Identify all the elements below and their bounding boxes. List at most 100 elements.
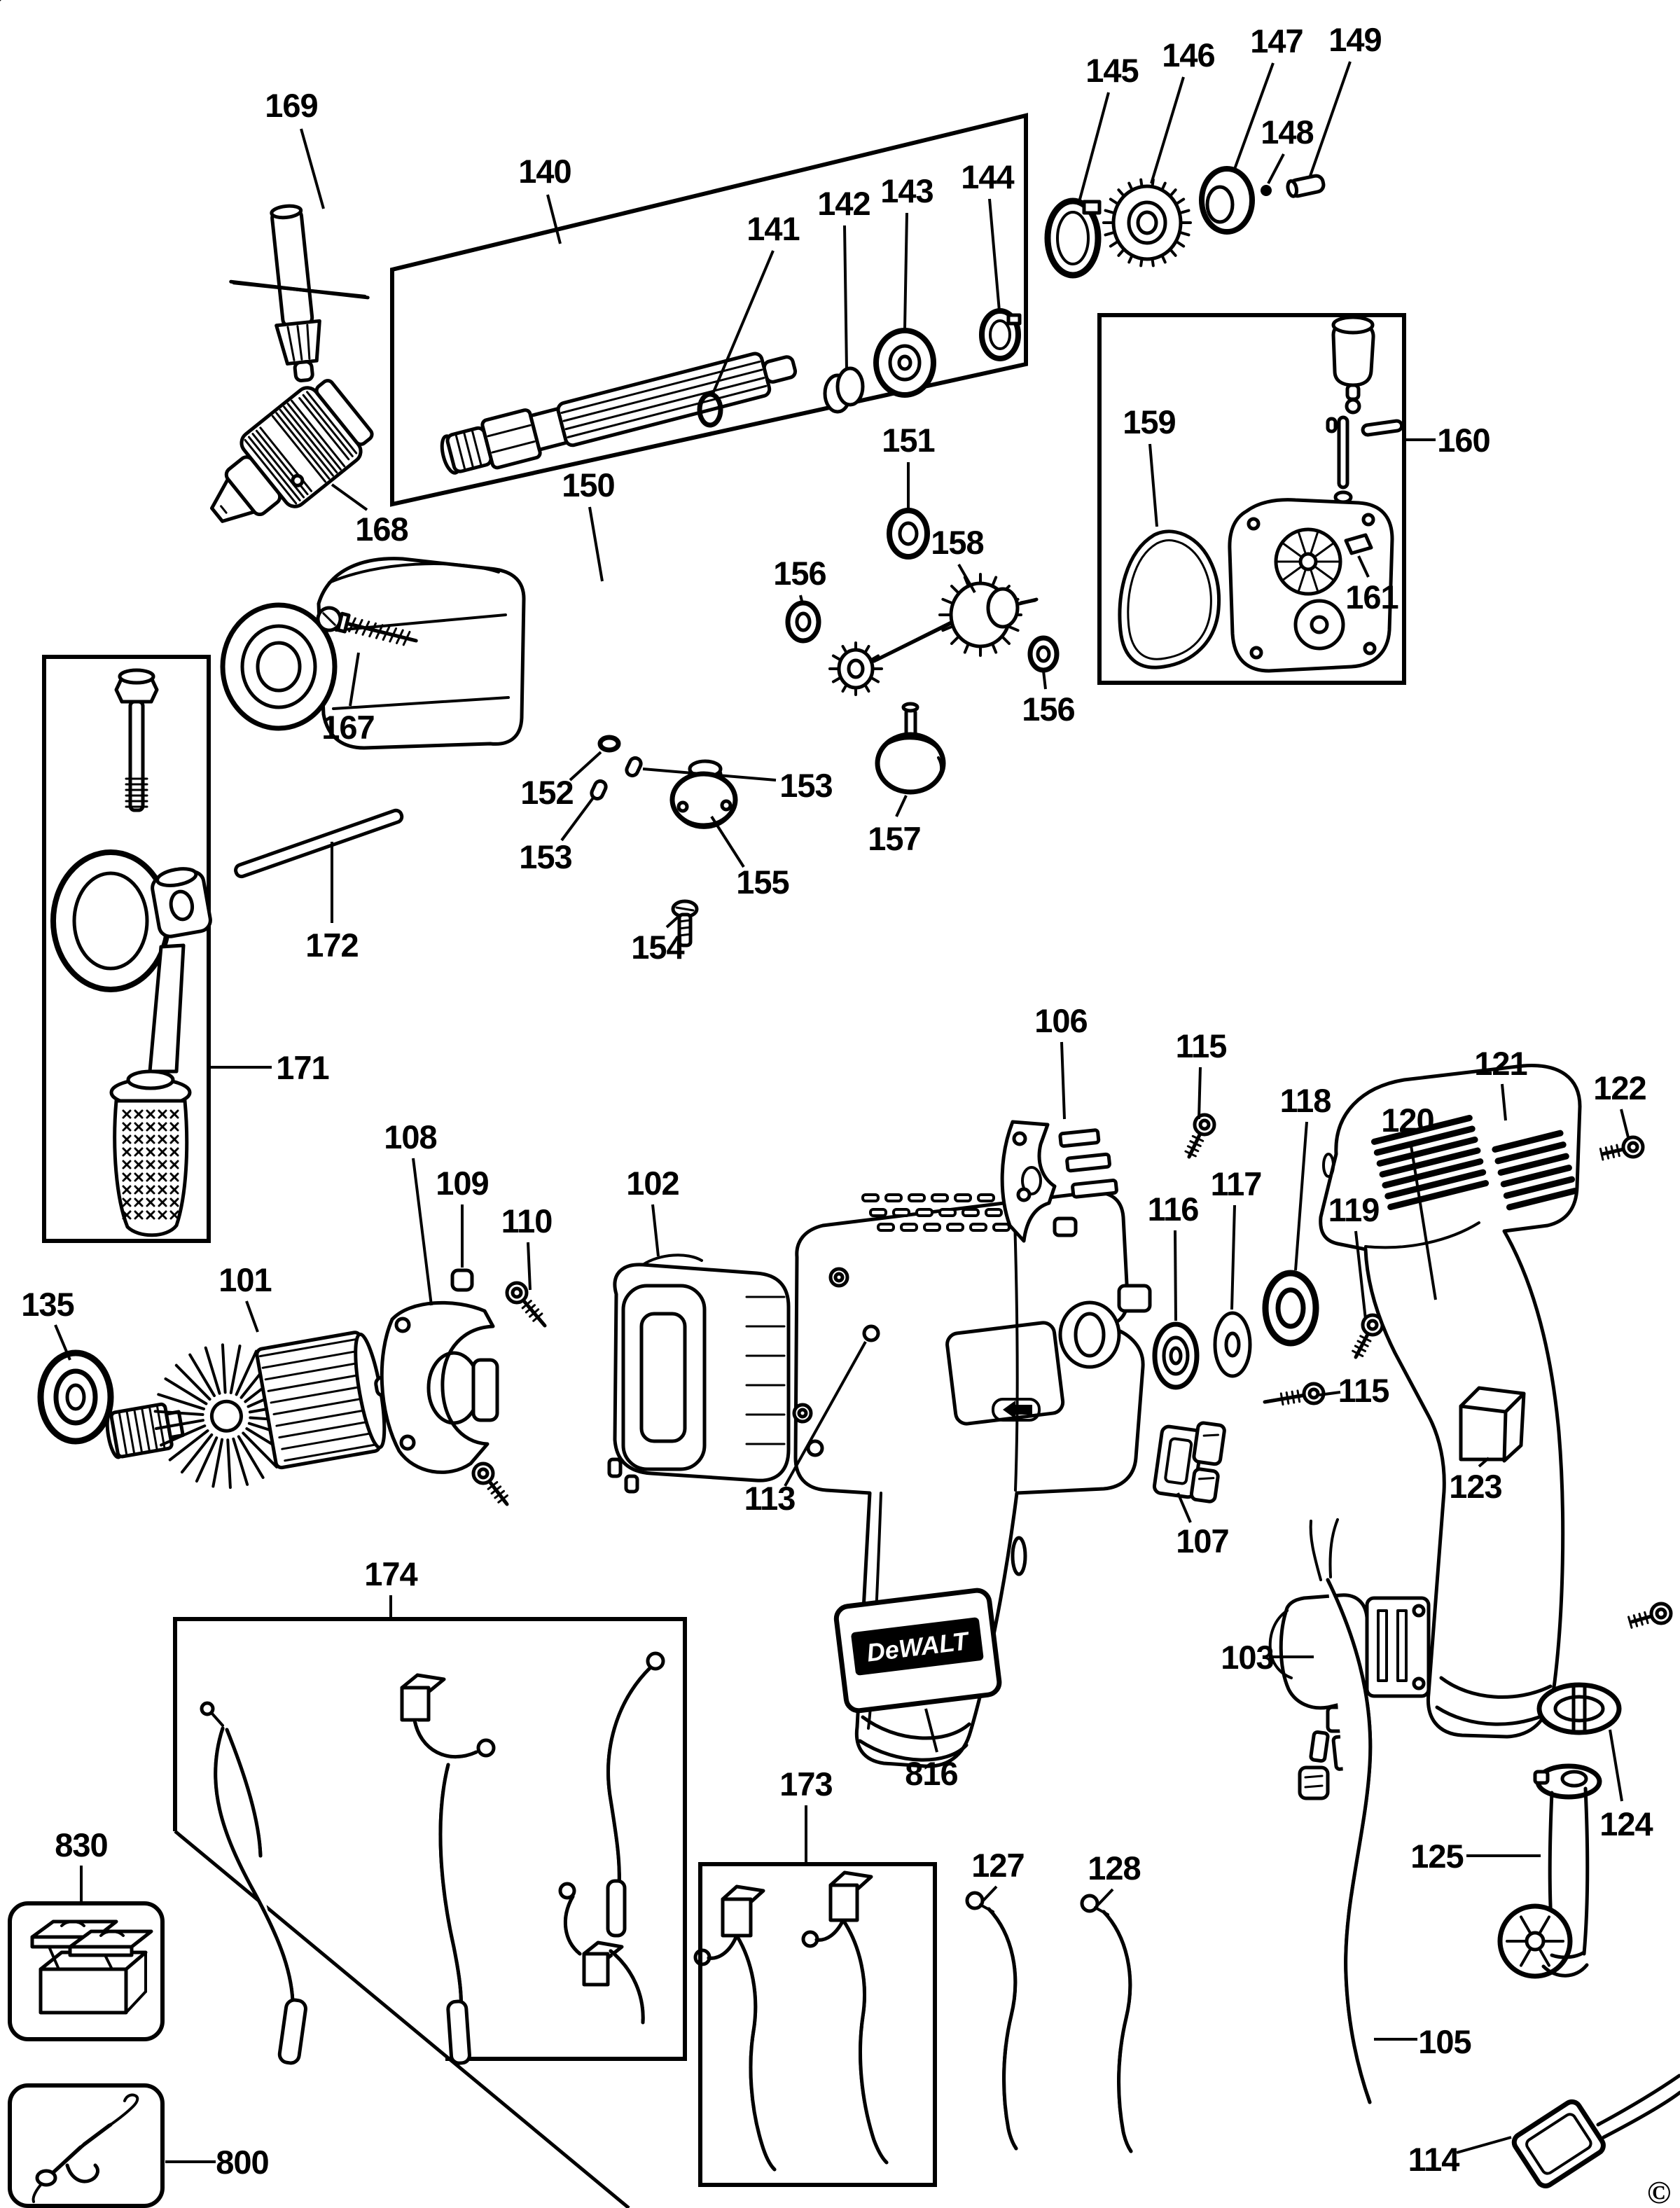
lead-wire-set-174-drawing bbox=[200, 1651, 665, 2065]
leader-156a bbox=[799, 595, 804, 604]
screw-167-drawing bbox=[316, 606, 418, 646]
part-label-115b: 115 bbox=[1338, 1372, 1389, 1409]
gearcase-150-drawing bbox=[220, 557, 526, 750]
pin-109-drawing bbox=[450, 1268, 474, 1292]
part-label-108: 108 bbox=[384, 1118, 436, 1155]
screw-110-drawing bbox=[505, 1281, 547, 1328]
felt-ring-118-drawing bbox=[1262, 1270, 1319, 1347]
snap-ring-145-drawing bbox=[1044, 197, 1102, 279]
part-label-120: 120 bbox=[1381, 1102, 1433, 1139]
kitbox-830-drawing bbox=[30, 1919, 153, 2015]
part-label-123: 123 bbox=[1449, 1468, 1501, 1505]
part-label-119: 119 bbox=[1328, 1191, 1380, 1228]
screw-115b-drawing bbox=[1263, 1382, 1326, 1406]
cord-guard-125-drawing bbox=[1497, 1763, 1602, 1979]
bearing-151-drawing bbox=[887, 508, 930, 560]
part-label-124: 124 bbox=[1599, 1805, 1653, 1842]
part-label-128: 128 bbox=[1088, 1849, 1140, 1887]
part-label-110: 110 bbox=[501, 1202, 553, 1240]
baffle-108-drawing bbox=[380, 1300, 499, 1474]
screw-115a-drawing bbox=[1184, 1113, 1216, 1159]
leader-107 bbox=[1176, 1492, 1192, 1523]
leader-122 bbox=[1620, 1109, 1630, 1138]
o-ring-141-drawing bbox=[697, 391, 723, 428]
screw-154-drawing bbox=[671, 899, 699, 947]
box-kit-830 bbox=[8, 1901, 165, 2041]
part-label-169: 169 bbox=[265, 87, 317, 124]
part-label-171: 171 bbox=[276, 1049, 328, 1086]
part-label-118: 118 bbox=[1280, 1082, 1331, 1119]
leader-106 bbox=[1060, 1041, 1066, 1120]
leader-159 bbox=[1148, 443, 1158, 527]
leader-149 bbox=[1308, 61, 1352, 179]
washer-halves-142-drawing bbox=[823, 366, 865, 414]
spindle-drawing bbox=[440, 352, 798, 475]
leader-135 bbox=[54, 1324, 71, 1361]
leader-123 bbox=[1478, 1457, 1490, 1468]
gear-146-drawing bbox=[1102, 178, 1192, 268]
kit-boxes-layer bbox=[8, 113, 1406, 2208]
leader-128 bbox=[1097, 1888, 1114, 1906]
leader-153b bbox=[560, 796, 595, 842]
brush-set-173-drawing bbox=[693, 1870, 889, 2172]
leader-145 bbox=[1077, 92, 1110, 205]
leader-152 bbox=[569, 751, 602, 782]
copyright-symbol: © bbox=[1647, 2174, 1671, 2208]
washer-117-drawing bbox=[1213, 1311, 1252, 1378]
leader-118 bbox=[1294, 1121, 1308, 1271]
part-label-142: 142 bbox=[817, 185, 870, 222]
leader-167 bbox=[349, 652, 360, 707]
leader-147 bbox=[1233, 62, 1275, 172]
part-label-159: 159 bbox=[1123, 403, 1175, 440]
part-label-153a: 153 bbox=[779, 767, 832, 804]
part-label-168: 168 bbox=[355, 511, 408, 548]
screw-119-drawing bbox=[1352, 1313, 1384, 1359]
depth-rod-172-drawing bbox=[234, 808, 404, 879]
leader-115b bbox=[1319, 1391, 1341, 1396]
leader-816 bbox=[924, 1708, 938, 1753]
field-102-drawing bbox=[607, 1254, 791, 1494]
leader-156b bbox=[1042, 670, 1047, 690]
part-label-102: 102 bbox=[626, 1165, 679, 1202]
leader-113 bbox=[784, 1341, 867, 1487]
leader-142 bbox=[843, 225, 848, 370]
bearing-143-drawing bbox=[873, 328, 936, 398]
part-label-158: 158 bbox=[931, 524, 983, 561]
part-label-116: 116 bbox=[1148, 1190, 1199, 1228]
part-label-157: 157 bbox=[868, 820, 920, 857]
brush-bracket-106-drawing bbox=[1000, 1120, 1118, 1243]
side-handle-clamp-drawing bbox=[50, 849, 212, 1074]
part-label-800: 800 bbox=[216, 2144, 268, 2181]
brand-plate-816-drawing: DeWALT bbox=[833, 1588, 1002, 1714]
leader-116 bbox=[1174, 1230, 1177, 1321]
o-ring-152-drawing bbox=[597, 735, 621, 753]
part-label-147: 147 bbox=[1250, 22, 1303, 60]
leader-108 bbox=[412, 1158, 433, 1306]
cord-protector-114-drawing bbox=[1511, 2074, 1680, 2188]
part-label-146: 146 bbox=[1162, 36, 1214, 74]
leader-161 bbox=[1357, 555, 1370, 578]
leader-155 bbox=[710, 815, 745, 868]
box-kit-173 bbox=[698, 1862, 937, 2187]
washer-156a-drawing bbox=[785, 600, 821, 644]
power-cord-105-drawing bbox=[1309, 1518, 1373, 2104]
leader-101 bbox=[245, 1300, 259, 1333]
part-label-121: 121 bbox=[1474, 1045, 1527, 1082]
part-label-106: 106 bbox=[1034, 1002, 1087, 1039]
part-label-153b: 153 bbox=[519, 838, 571, 875]
leader-117 bbox=[1230, 1204, 1236, 1310]
leader-158 bbox=[957, 564, 976, 593]
lead-wire-127-drawing bbox=[965, 1891, 1018, 2151]
leader-154 bbox=[665, 913, 682, 929]
part-label-174: 174 bbox=[364, 1555, 417, 1592]
part-label-113: 113 bbox=[744, 1480, 796, 1517]
part-label-122: 122 bbox=[1593, 1069, 1646, 1106]
screw-110b-drawing bbox=[471, 1461, 509, 1506]
trigger-switch-103-drawing bbox=[1268, 1593, 1431, 1800]
part-label-149: 149 bbox=[1328, 21, 1381, 58]
part-label-107: 107 bbox=[1176, 1522, 1228, 1560]
part-label-127: 127 bbox=[971, 1847, 1024, 1884]
leader-127 bbox=[982, 1885, 998, 1902]
